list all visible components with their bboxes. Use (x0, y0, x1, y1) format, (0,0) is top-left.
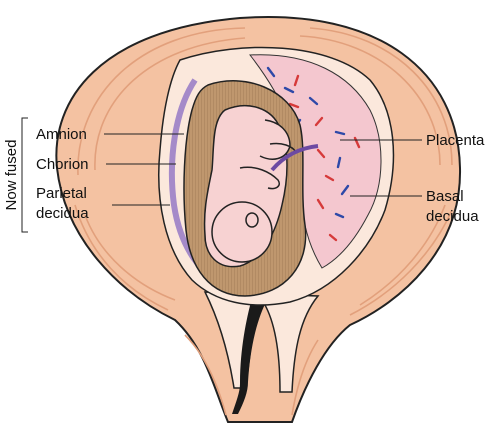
label-basal-2: decidua (426, 208, 479, 225)
label-basal-1: Basal (426, 188, 464, 205)
label-chorion: Chorion (36, 156, 89, 173)
leader-lines (21, 117, 422, 233)
label-placenta: Placenta (426, 132, 485, 149)
label-parietal-1: Parietal (36, 185, 87, 202)
uterine-wall-stripes (74, 27, 453, 416)
cervical-canal (232, 298, 266, 414)
label-amnion: Amnion (36, 126, 87, 143)
group-label: Now fused (3, 140, 20, 211)
label-parietal-2: decidua (36, 205, 89, 222)
fetus (203, 105, 297, 268)
umbilical-cord (270, 144, 319, 172)
